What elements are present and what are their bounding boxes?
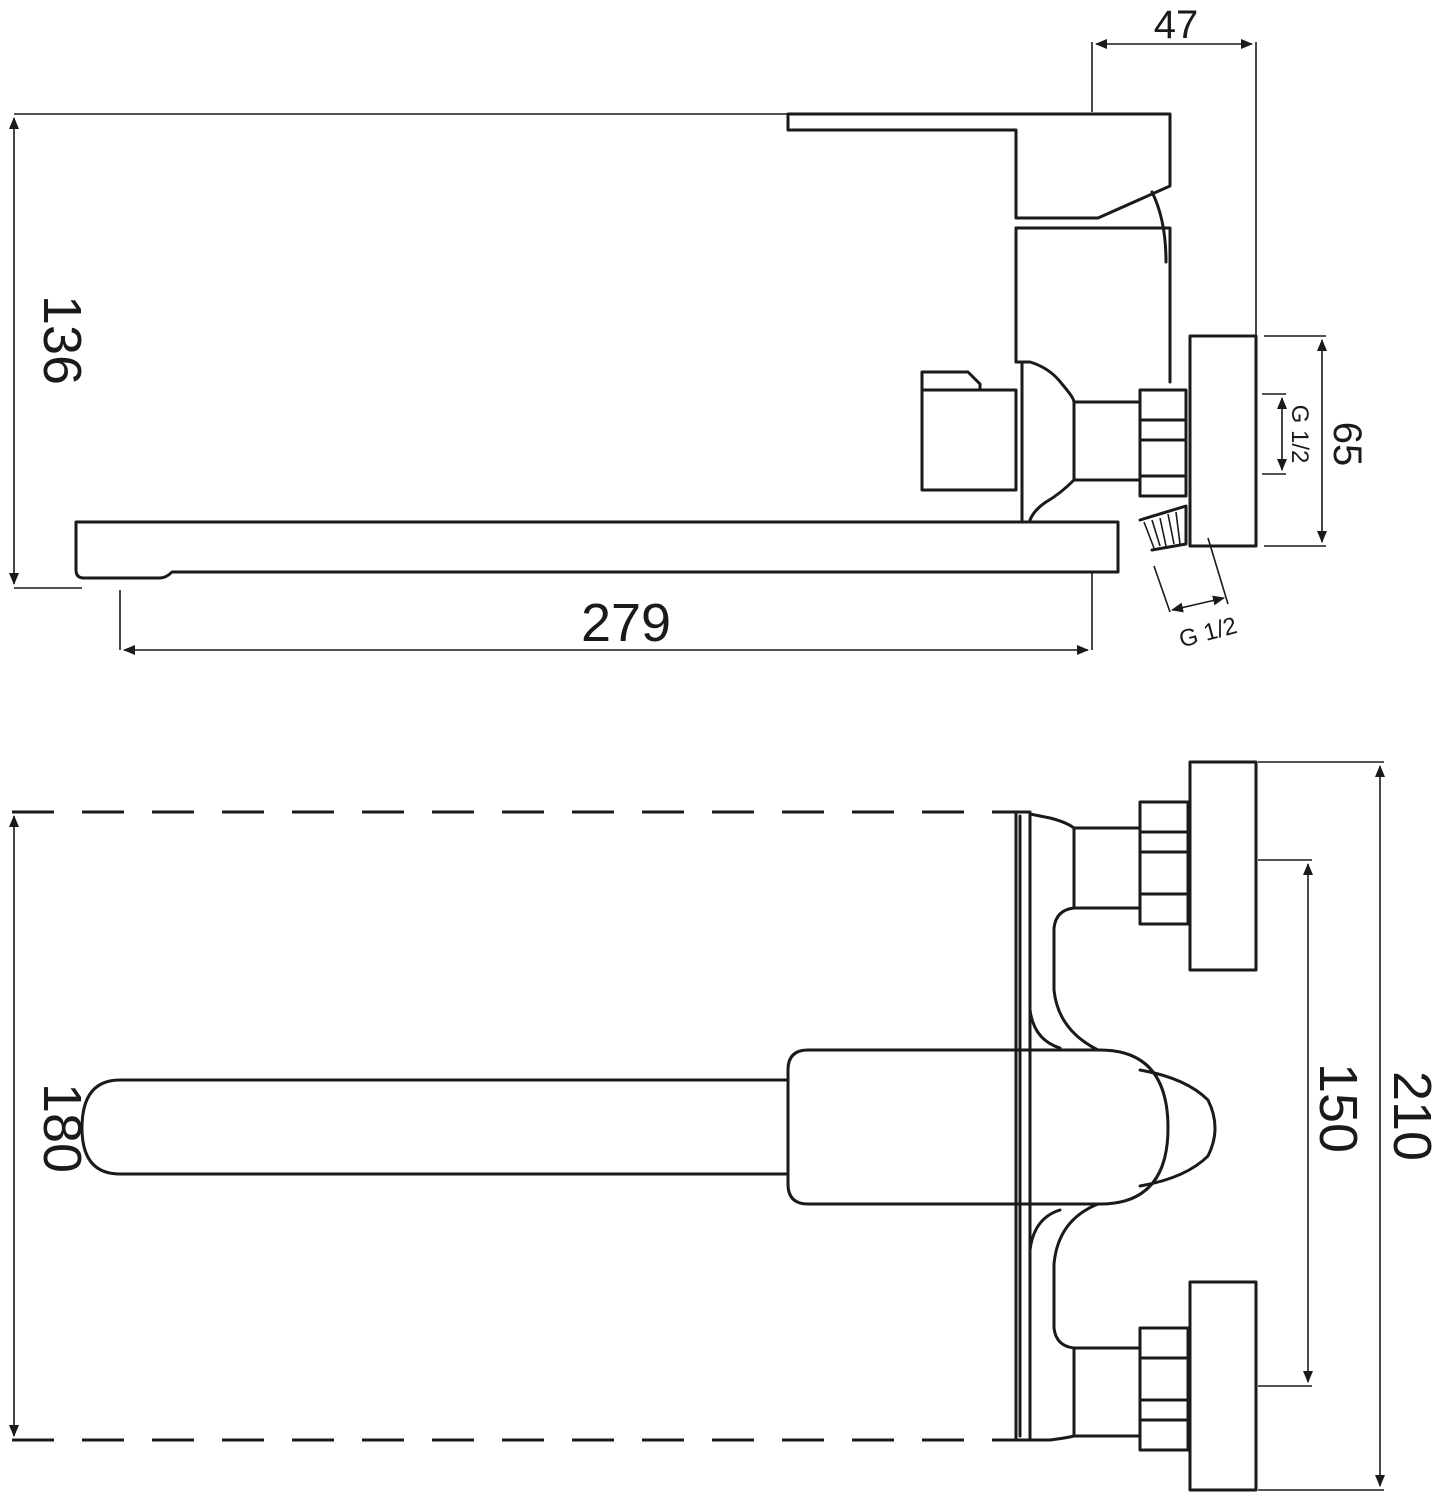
side-knob	[920, 370, 1018, 492]
upper-flange	[1188, 760, 1258, 972]
dim-length-279: 279	[581, 593, 671, 653]
threaded-inlet	[1138, 504, 1188, 552]
dim-overall-210: 210	[1382, 1071, 1442, 1161]
dim-height-136: 136	[32, 295, 92, 385]
dim-centers-150: 150	[1308, 1063, 1368, 1153]
wall-flange	[1188, 334, 1258, 548]
wall-plate	[1014, 810, 1032, 1442]
dim-flange-65: 65	[1325, 422, 1369, 467]
lower-flange	[1188, 1280, 1258, 1492]
spout-top	[80, 1078, 790, 1176]
mixer-body	[1014, 226, 1172, 384]
dim-thread-vertical: G 1/2	[1286, 405, 1313, 464]
hex-nut	[1138, 388, 1188, 498]
dim-width-180: 180	[32, 1083, 92, 1173]
upper-nut	[1138, 800, 1190, 926]
dim-depth-47: 47	[1154, 3, 1199, 47]
side-view: 136 47 279 65 G 1/2 G 1/2	[9, 3, 1369, 655]
lower-nut	[1138, 1326, 1190, 1452]
dim-thread-inlet: G 1/2	[1176, 612, 1240, 653]
spout	[74, 520, 1120, 580]
lever-handle	[786, 112, 1172, 220]
top-view: 180 150 210	[9, 760, 1442, 1492]
handle-top	[786, 1048, 1170, 1206]
